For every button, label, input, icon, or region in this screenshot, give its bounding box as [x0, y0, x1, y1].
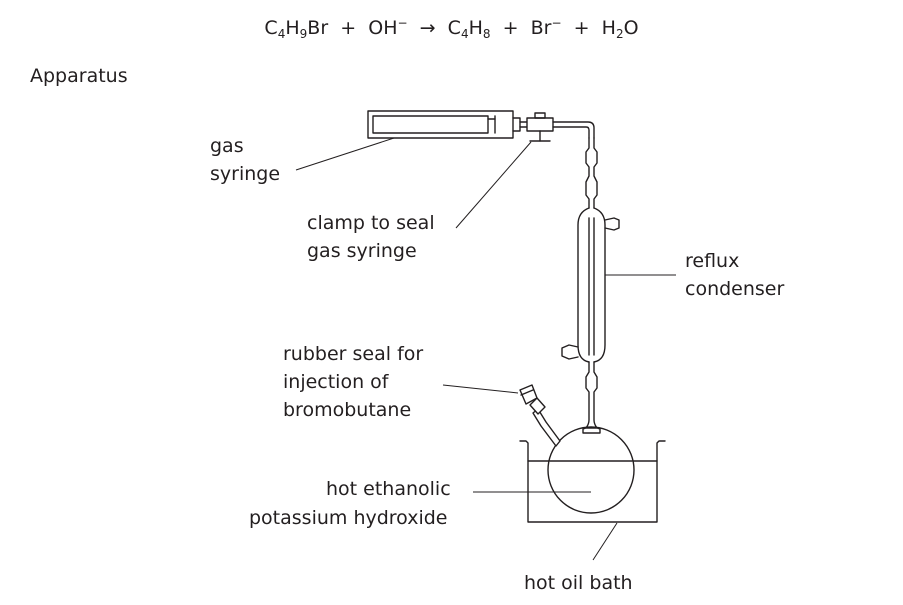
leader-oil-bath [592, 522, 618, 561]
label-gas-syringe-line1: gas [210, 135, 244, 157]
gas-syringe [367, 110, 528, 139]
plus-sign: + [573, 17, 590, 39]
product-bromide: Br− [530, 16, 562, 39]
reflux-condenser [561, 137, 620, 429]
label-clamp-line2: gas syringe [307, 240, 417, 262]
product-butene: C4H8 [447, 17, 491, 41]
label-rubber-seal-line2: injection of [283, 371, 389, 393]
label-rubber-seal-line1: rubber seal for [283, 343, 424, 365]
label-gas-syringe-line2: syringe [210, 163, 281, 185]
clamp [526, 112, 554, 142]
label-condenser-line2: condenser [685, 278, 785, 300]
round-bottom-flask [547, 426, 635, 514]
leader-rubber-seal [442, 384, 519, 394]
leader-gas-syringe [295, 137, 395, 171]
label-oil-bath: hot oil bath [524, 572, 633, 594]
product-water: H2O [601, 17, 639, 41]
label-condenser-line1: reflux [685, 250, 740, 272]
label-koh-line2: potassium hydroxide [249, 507, 448, 529]
apparatus-heading: Apparatus [30, 65, 128, 87]
reaction-equation: C4H9Br + OH− → C4H8 + Br− + H2O [0, 14, 903, 42]
label-koh-line1: hot ethanolic [326, 478, 451, 500]
reaction-arrow: → [419, 17, 436, 39]
label-rubber-seal-line3: bromobutane [283, 399, 412, 421]
connecting-tube [552, 121, 595, 139]
leader-clamp [455, 141, 532, 229]
plus-sign: + [502, 17, 519, 39]
reactant-bromobutane: C4H9Br [264, 17, 329, 41]
label-clamp-line1: clamp to seal [307, 212, 435, 234]
reactant-hydroxide: OH− [368, 16, 408, 39]
side-arm [519, 384, 561, 447]
plus-sign: + [340, 17, 357, 39]
